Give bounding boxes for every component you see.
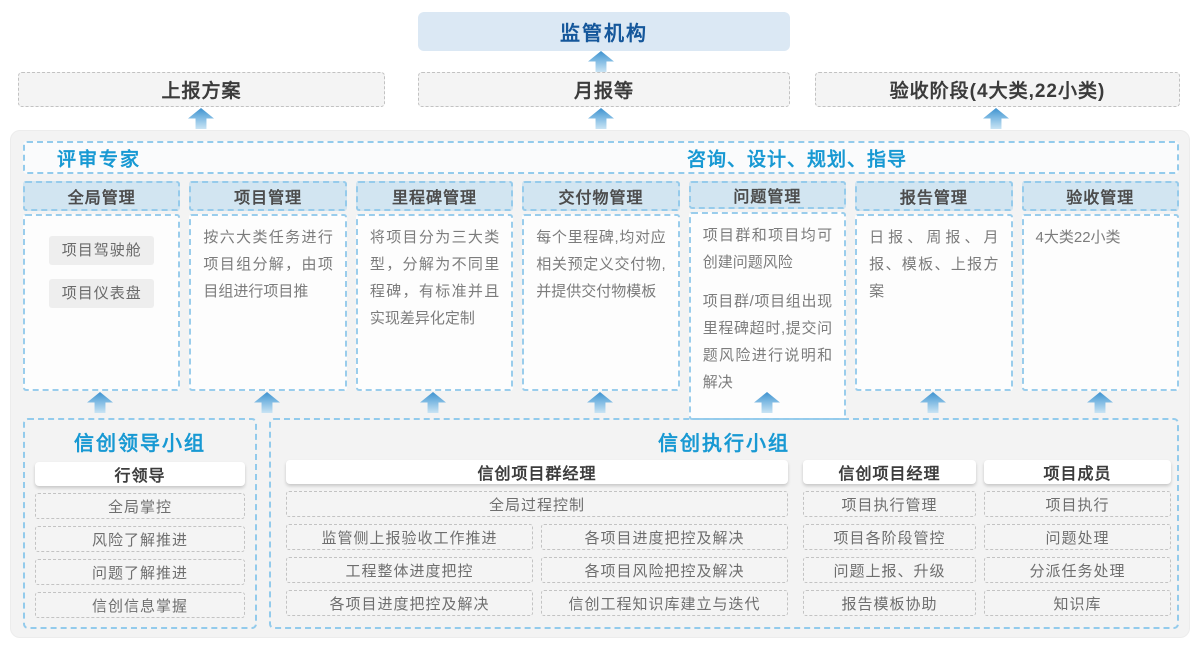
column-global-mgmt: 全局管理 项目驾驶舱 项目仪表盘: [23, 181, 181, 391]
report-plan-label: 上报方案: [161, 81, 242, 102]
consulting-label: 咨询、设计、规划、指导: [686, 149, 908, 170]
column-text: 按六大类任务进行项目组分解，由项目组进行项目推: [203, 229, 333, 300]
column-text: 每个里程碑,均对应相关预定义交付物,并提供交付物模板: [536, 229, 666, 300]
chip-project-dashboard: 项目仪表盘: [49, 279, 155, 308]
role-project-member: 项目成员: [984, 460, 1171, 484]
task-item: 各项目进度把控及解决: [541, 524, 788, 550]
column-text: 项目群和项目均可创建问题风险: [702, 227, 833, 271]
task-item: 项目执行: [984, 491, 1171, 517]
review-experts-label: 评审专家: [57, 149, 142, 170]
task-item: 分派任务处理: [984, 557, 1171, 583]
task-item: 问题了解推进: [35, 559, 245, 585]
group-leadership: 信创领导小组 行领导 全局掌控 风险了解推进 问题了解推进 信创信息掌握: [23, 418, 257, 629]
column-body: 每个里程碑,均对应相关预定义交付物,并提供交付物模板: [522, 214, 680, 391]
management-columns: 全局管理 项目驾驶舱 项目仪表盘 项目管理 按六大类任务进行项目组分解，由项目组…: [23, 181, 1179, 420]
task-item: 报告模板协助: [803, 590, 976, 616]
task-item: 问题上报、升级: [803, 557, 976, 583]
task-item: 风险了解推进: [35, 526, 245, 552]
up-arrow-icon: [588, 51, 614, 72]
task-item: 项目执行管理: [803, 491, 976, 517]
column-project-mgmt: 项目管理 按六大类任务进行项目组分解，由项目组进行项目推: [189, 181, 347, 391]
regulator-node: 监管机构: [418, 12, 790, 51]
experts-strip: 评审专家 咨询、设计、规划、指导: [23, 141, 1179, 174]
group-executive: 信创执行小组 信创项目群经理 全局过程控制 监管侧上报验收工作推进 各项目进度把…: [269, 418, 1179, 629]
task-item: 全局过程控制: [286, 491, 788, 517]
section-project-member: 项目成员 项目执行 问题处理 分派任务处理 知识库: [984, 460, 1171, 616]
task-item: 全局掌控: [35, 493, 245, 519]
column-header: 里程碑管理: [355, 181, 514, 211]
role-bank-leader: 行领导: [35, 462, 245, 486]
report-plan-node: 上报方案: [18, 72, 385, 107]
column-deliverable-mgmt: 交付物管理 每个里程碑,均对应相关预定义交付物,并提供交付物模板: [522, 181, 680, 391]
leadership-content: 行领导 全局掌控 风险了解推进 问题了解推进 信创信息掌握: [35, 462, 245, 618]
monthly-report-node: 月报等: [418, 72, 790, 107]
column-header: 全局管理: [23, 181, 181, 211]
role-program-manager: 信创项目群经理: [286, 460, 788, 484]
column-acceptance-mgmt: 验收管理 4大类22小类: [1021, 181, 1179, 391]
role-project-manager: 信创项目经理: [803, 460, 976, 484]
task-item: 监管侧上报验收工作推进: [286, 524, 533, 550]
column-body: 项目群和项目均可创建问题风险 项目群/项目组出现里程碑超时,提交问题风险进行说明…: [688, 212, 847, 420]
column-header: 验收管理: [1021, 181, 1179, 211]
task-item: 信创信息掌握: [35, 592, 245, 618]
up-arrow-icon: [983, 108, 1009, 129]
task-item: 问题处理: [984, 524, 1171, 550]
column-report-mgmt: 报告管理 日报、周报、月报、模板、上报方案: [855, 181, 1013, 391]
main-container: 评审专家 咨询、设计、规划、指导 全局管理 项目驾驶舱 项目仪表盘 项目管理 按…: [10, 130, 1190, 638]
monthly-report-label: 月报等: [573, 81, 634, 102]
column-header: 交付物管理: [522, 181, 680, 211]
task-item: 各项目进度把控及解决: [286, 590, 533, 616]
program-manager-task-grid: 监管侧上报验收工作推进 各项目进度把控及解决 工程整体进度把控 各项目风险把控及…: [286, 517, 788, 616]
task-item: 知识库: [984, 590, 1171, 616]
column-body: 按六大类任务进行项目组分解，由项目组进行项目推: [189, 214, 347, 391]
column-text: 4大类22小类: [1035, 229, 1121, 246]
up-arrow-icon: [188, 108, 214, 129]
column-issue-mgmt: 问题管理 项目群和项目均可创建问题风险 项目群/项目组出现里程碑超时,提交问题风…: [688, 181, 847, 420]
column-milestone-mgmt: 里程碑管理 将项目分为三大类型，分解为不同里程碑，有标准并且实现差异化定制: [355, 181, 514, 391]
column-body: 日报、周报、月报、模板、上报方案: [855, 214, 1013, 391]
column-header: 问题管理: [688, 181, 847, 209]
column-body: 项目驾驶舱 项目仪表盘: [23, 214, 181, 391]
group-title: 信创领导小组: [74, 433, 206, 455]
group-title: 信创执行小组: [658, 433, 790, 455]
section-program-manager: 信创项目群经理 全局过程控制 监管侧上报验收工作推进 各项目进度把控及解决 工程…: [286, 460, 788, 616]
column-text: 项目群/项目组出现里程碑超时,提交问题风险进行说明和解决: [702, 293, 833, 391]
chip-project-cockpit: 项目驾驶舱: [49, 236, 155, 265]
acceptance-stage-node: 验收阶段(4大类,22小类): [815, 72, 1180, 107]
section-project-manager: 信创项目经理 项目执行管理 项目各阶段管控 问题上报、升级 报告模板协助: [803, 460, 976, 616]
up-arrow-icon: [588, 108, 614, 129]
column-text: 将项目分为三大类型，分解为不同里程碑，有标准并且实现差异化定制: [369, 229, 500, 327]
column-body: 4大类22小类: [1021, 214, 1179, 391]
task-item: 项目各阶段管控: [803, 524, 976, 550]
task-item: 工程整体进度把控: [286, 557, 533, 583]
regulator-label: 监管机构: [560, 23, 648, 45]
task-item: 各项目风险把控及解决: [541, 557, 788, 583]
column-header: 报告管理: [855, 181, 1013, 211]
column-body: 将项目分为三大类型，分解为不同里程碑，有标准并且实现差异化定制: [355, 214, 514, 391]
column-text: 日报、周报、月报、模板、上报方案: [869, 229, 999, 300]
task-item: 信创工程知识库建立与迭代: [541, 590, 788, 616]
acceptance-stage-label: 验收阶段(4大类,22小类): [889, 81, 1106, 102]
column-header: 项目管理: [189, 181, 347, 211]
